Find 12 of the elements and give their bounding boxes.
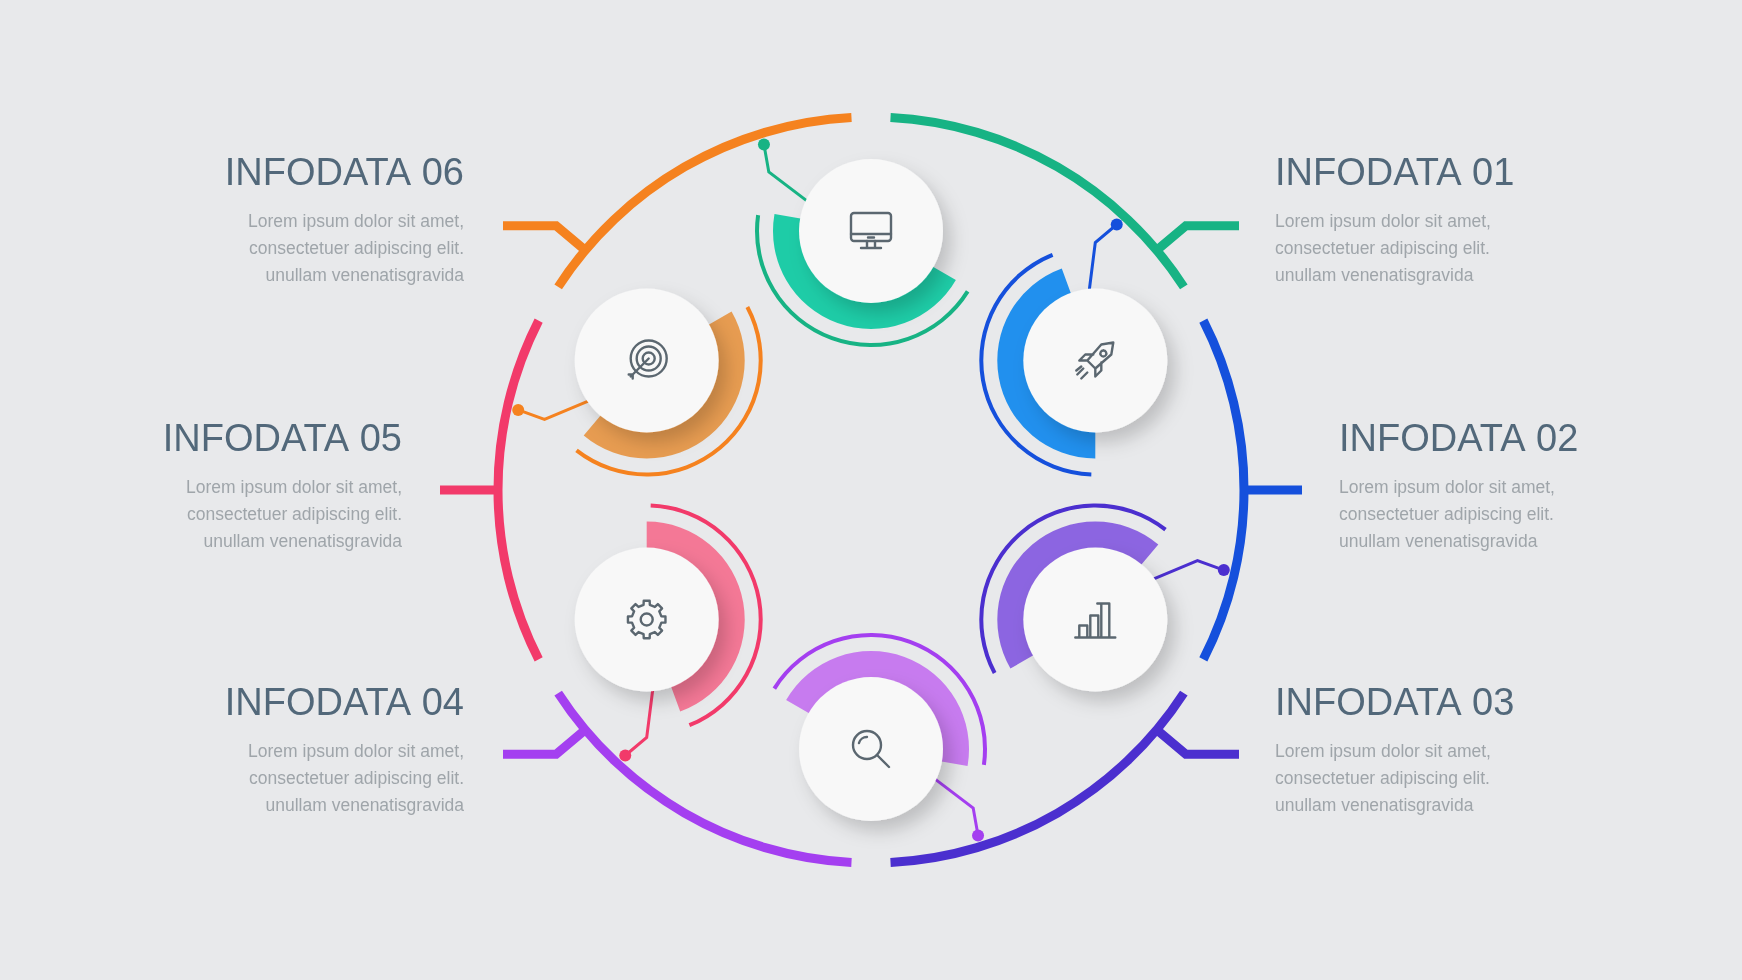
heading: INFODATA 05 bbox=[162, 416, 402, 460]
heading: INFODATA 04 bbox=[224, 680, 464, 724]
heading: INFODATA 06 bbox=[224, 150, 464, 194]
description: Lorem ipsum dolor sit amet, consectetuer adipiscing elit. unullam venenatisgravida bbox=[1275, 210, 1492, 287]
heading: INFODATA 03 bbox=[1275, 680, 1515, 724]
heading: INFODATA 02 bbox=[1339, 416, 1579, 460]
description: Lorem ipsum dolor sit amet, consectetuer adipiscing elit. unullam venenatisgravida bbox=[247, 740, 464, 817]
description: Lorem ipsum dolor sit amet, consectetuer adipiscing elit. unullam venenatisgravida bbox=[247, 210, 464, 287]
description: Lorem ipsum dolor sit amet, consectetuer adipiscing elit. unullam venenatisgravida bbox=[1339, 476, 1556, 553]
description: Lorem ipsum dolor sit amet, consectetuer adipiscing elit. unullam venenatisgravida bbox=[1275, 740, 1492, 817]
heading: INFODATA 01 bbox=[1275, 150, 1515, 194]
description: Lorem ipsum dolor sit amet, consectetuer adipiscing elit. unullam venenatisgravida bbox=[185, 476, 402, 553]
